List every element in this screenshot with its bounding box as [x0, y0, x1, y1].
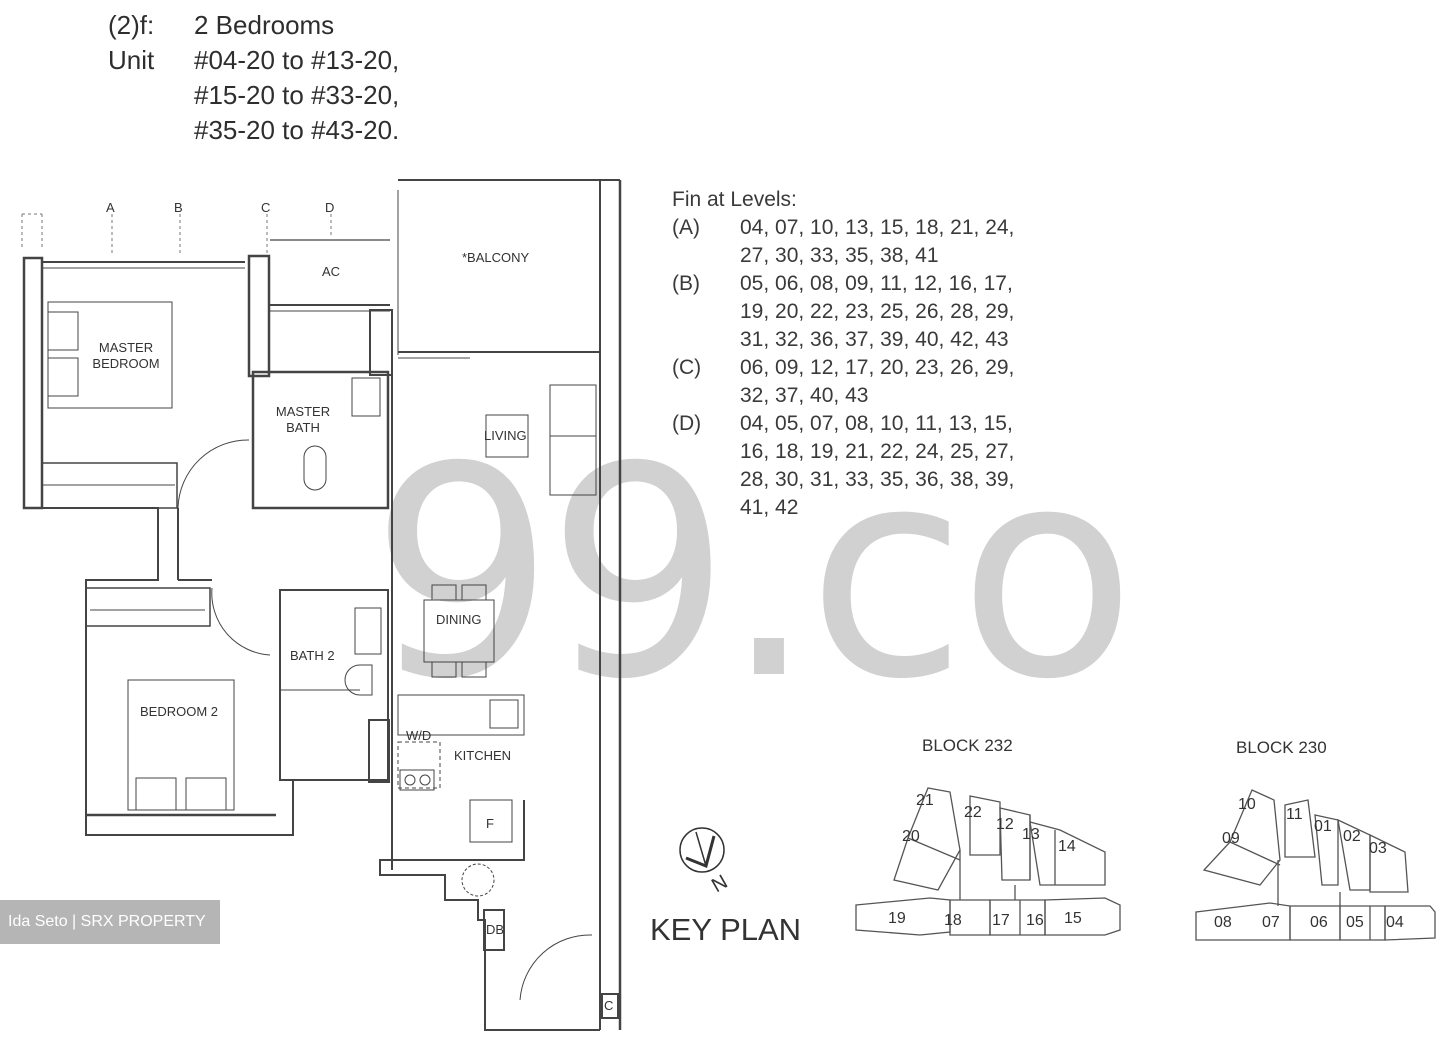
unit-06: 06	[1310, 914, 1328, 931]
type-desc: 2 Bedrooms	[194, 10, 335, 40]
unit-14: 14	[1058, 838, 1076, 855]
unit-18: 18	[944, 912, 962, 929]
unit-16: 16	[1026, 912, 1044, 929]
unit-range: #15-20 to #33-20,	[194, 80, 400, 110]
unit-02: 02	[1343, 828, 1361, 845]
block-230-title: BLOCK 230	[1236, 738, 1327, 757]
unit-04: 04	[1386, 914, 1404, 931]
unit-19: 19	[888, 910, 906, 927]
room-master-bedroom: MASTER BEDROOM	[92, 340, 160, 371]
unit-07: 07	[1262, 914, 1280, 931]
unit-08: 08	[1214, 914, 1232, 931]
key-plan-title: KEY PLAN	[650, 912, 802, 947]
unit-09: 09	[1222, 830, 1240, 847]
unit-17: 17	[992, 912, 1010, 929]
unit-05: 05	[1346, 914, 1364, 931]
fin-group-d: (D) 04, 05, 07, 08, 10, 11, 13, 15,16, 1…	[672, 412, 1015, 519]
fin-group-a: (A) 04, 07, 10, 13, 15, 18, 21, 24,27, 3…	[672, 216, 1015, 267]
unit-label: Unit	[108, 45, 155, 75]
unit-range: #04-20 to #13-20,	[194, 45, 400, 75]
unit-13: 13	[1022, 826, 1040, 843]
room-db: DB	[486, 922, 505, 937]
unit-12: 12	[996, 816, 1014, 833]
room-c: C	[604, 998, 614, 1013]
room-fridge: F	[486, 816, 494, 831]
agent-credit-banner: Ida Seto | SRX PROPERTY	[0, 900, 220, 944]
unit-20: 20	[902, 828, 920, 845]
floor-plan	[21, 179, 622, 1031]
unit-11: 11	[1286, 806, 1303, 823]
unit-21: 21	[916, 792, 934, 809]
unit-10: 10	[1238, 796, 1256, 813]
room-bedroom-2: BEDROOM 2	[140, 704, 219, 719]
unit-03: 03	[1369, 840, 1387, 857]
room-ac: AC	[322, 264, 341, 279]
unit-01: 01	[1314, 818, 1332, 835]
room-washer-dryer: W/D	[406, 728, 432, 743]
fin-marker-a: A	[106, 200, 115, 215]
room-kitchen: KITCHEN	[454, 748, 512, 763]
room-bath-2: BATH 2	[290, 648, 335, 663]
block-230-plan	[1195, 789, 1436, 941]
type-code: (2)f:	[108, 10, 155, 40]
block-232-plan	[855, 787, 1121, 936]
unit-type-header: (2)f: 2 Bedrooms Unit #04-20 to #13-20, #1…	[108, 8, 399, 148]
room-dining: DINING	[436, 612, 482, 627]
north-label: N	[708, 871, 732, 897]
fin-levels-title: Fin at Levels:	[672, 188, 797, 211]
fin-marker-b: B	[174, 200, 183, 215]
fin-marker-c: C	[261, 200, 271, 215]
fin-group-c: (C) 06, 09, 12, 17, 20, 23, 26, 29,32, 3…	[672, 356, 1015, 407]
unit-range: #35-20 to #43-20.	[194, 115, 400, 145]
fin-marker-d: D	[325, 200, 335, 215]
fin-group-b: (B) 05, 06, 08, 09, 11, 12, 16, 17,19, 2…	[672, 272, 1015, 351]
room-living: LIVING	[484, 428, 527, 443]
unit-22: 22	[964, 804, 982, 821]
fin-levels-legend: Fin at Levels: (A) 04, 07, 10, 13, 15, 1…	[672, 186, 1060, 522]
room-balcony: *BALCONY	[462, 250, 530, 265]
unit-15: 15	[1064, 910, 1082, 927]
room-master-bath: MASTER BATH	[275, 404, 331, 435]
north-compass-icon: N	[679, 827, 732, 897]
block-232-title: BLOCK 232	[922, 736, 1013, 755]
